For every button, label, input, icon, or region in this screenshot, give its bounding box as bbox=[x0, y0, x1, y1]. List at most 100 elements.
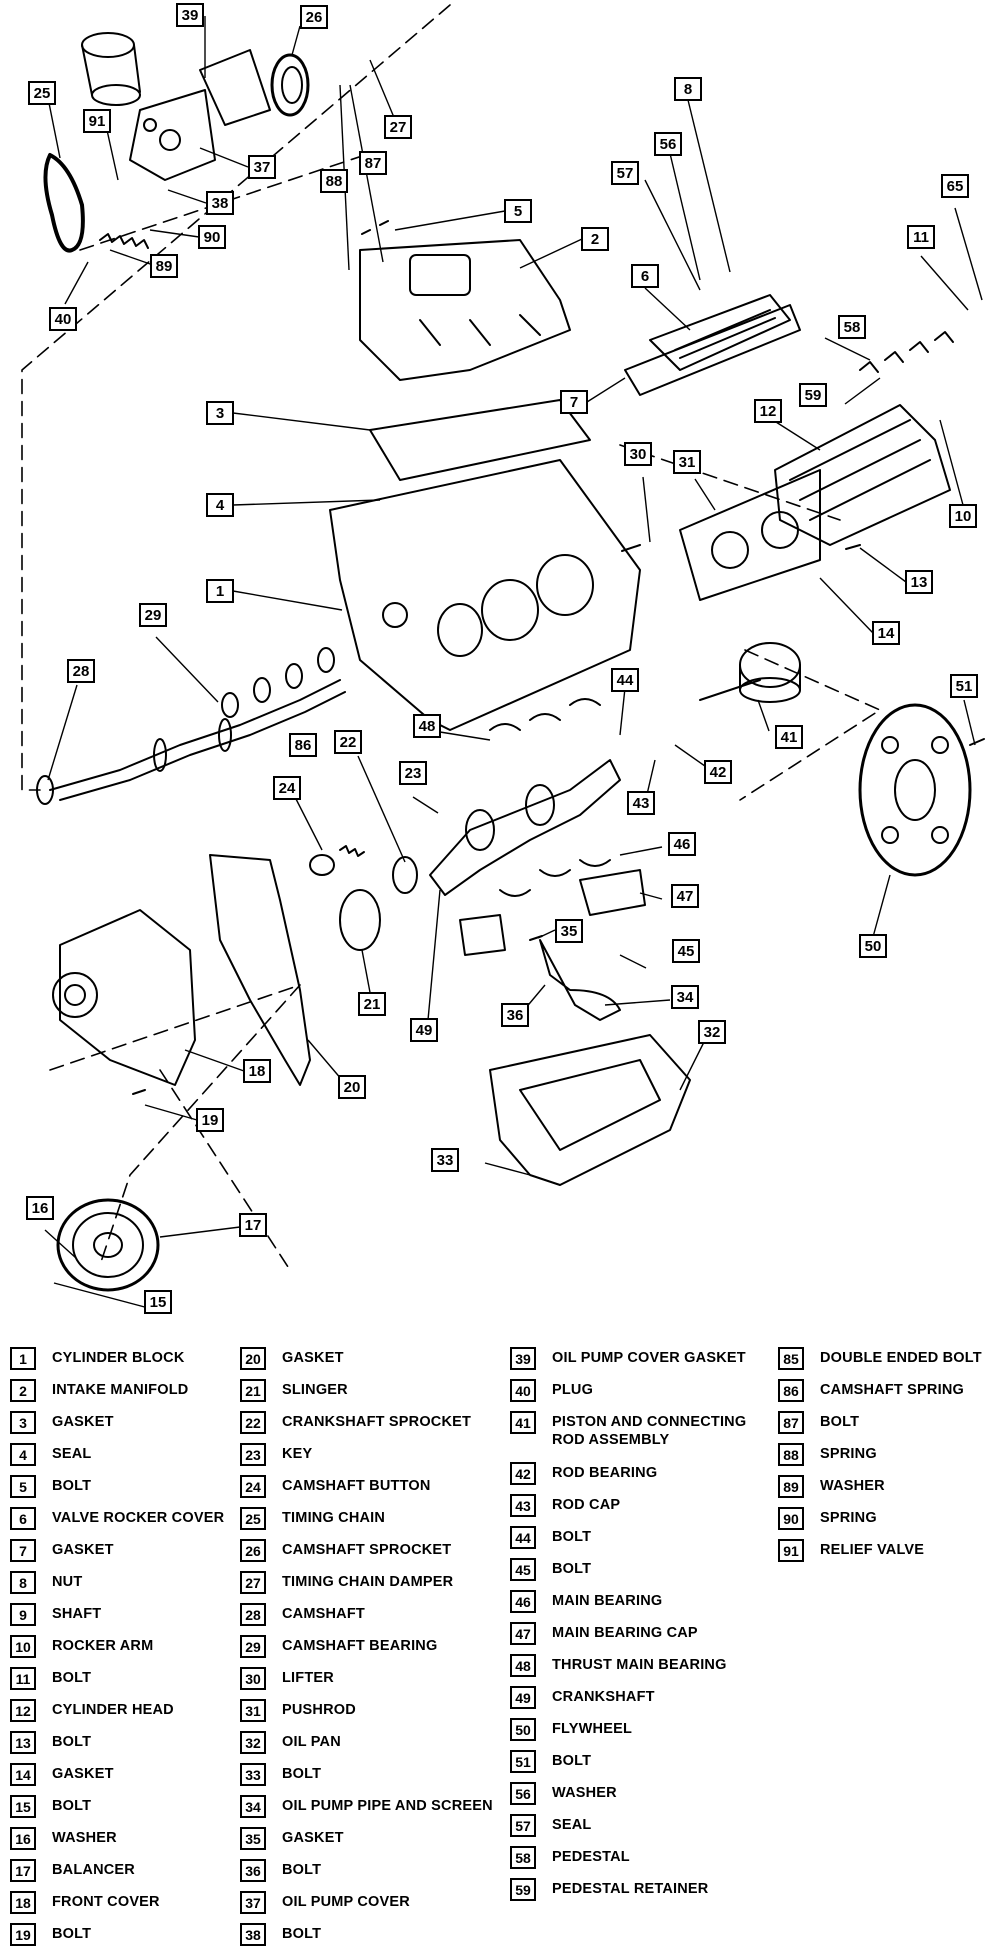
legend-item-label: DOUBLE ENDED BOLT bbox=[820, 1350, 982, 1366]
legend-item-label: CAMSHAFT bbox=[282, 1606, 365, 1622]
legend-item-label: TIMING CHAIN bbox=[282, 1510, 386, 1526]
callout-1: 1 bbox=[206, 579, 234, 603]
legend-item-label: BALANCER bbox=[52, 1862, 135, 1878]
legend-item-number: 33 bbox=[240, 1763, 266, 1786]
legend-item-number: 90 bbox=[778, 1507, 804, 1530]
legend-item-label: BOLT bbox=[52, 1926, 92, 1942]
callout-26: 26 bbox=[300, 5, 328, 29]
legend-item-number: 86 bbox=[778, 1379, 804, 1402]
svg-text:40: 40 bbox=[55, 311, 72, 328]
legend-item-label: BOLT bbox=[52, 1734, 92, 1750]
camshaft-part bbox=[36, 679, 346, 805]
legend-item-number: 35 bbox=[240, 1827, 266, 1850]
legend-item-label: PEDESTAL RETAINER bbox=[552, 1881, 709, 1897]
callout-33: 33 bbox=[431, 1148, 459, 1172]
legend-item-label: BOLT bbox=[282, 1766, 322, 1782]
callout-labels: 1 2 3 4 5 6 7 8 10 11 12 13 14 15 16 17 … bbox=[26, 3, 978, 1314]
callout-18: 18 bbox=[243, 1059, 271, 1083]
legend-item-number: 13 bbox=[10, 1731, 36, 1754]
cylinder-head-part bbox=[774, 404, 951, 546]
callout-87: 87 bbox=[359, 151, 387, 175]
legend-item-number: 19 bbox=[10, 1923, 36, 1946]
svg-text:18: 18 bbox=[249, 1063, 266, 1080]
svg-text:89: 89 bbox=[156, 258, 173, 275]
svg-text:42: 42 bbox=[710, 764, 727, 781]
svg-text:10: 10 bbox=[955, 508, 972, 525]
svg-text:56: 56 bbox=[660, 136, 677, 153]
legend-item-label: SHAFT bbox=[52, 1606, 102, 1622]
svg-text:31: 31 bbox=[679, 454, 696, 471]
legend-item-label: BOLT bbox=[552, 1529, 592, 1545]
legend-item-label: WASHER bbox=[52, 1830, 117, 1846]
svg-text:15: 15 bbox=[150, 1294, 167, 1311]
callout-57: 57 bbox=[611, 161, 639, 185]
svg-text:90: 90 bbox=[204, 229, 221, 246]
svg-text:29: 29 bbox=[145, 607, 162, 624]
svg-text:8: 8 bbox=[684, 81, 692, 98]
rocker-cover-gasket-part bbox=[624, 304, 801, 396]
legend-item: 19 BOLT bbox=[10, 1923, 224, 1955]
svg-text:45: 45 bbox=[678, 943, 695, 960]
legend-item-label: SPRING bbox=[820, 1446, 877, 1462]
legend-item-number: 11 bbox=[10, 1667, 36, 1690]
callout-40: 40 bbox=[49, 307, 77, 331]
callout-90: 90 bbox=[198, 225, 226, 249]
callout-45: 45 bbox=[672, 939, 700, 963]
callout-19: 19 bbox=[196, 1108, 224, 1132]
legend-item-number: 57 bbox=[510, 1814, 536, 1837]
legend-item-label: RELIEF VALVE bbox=[820, 1542, 925, 1558]
legend-item: 33 BOLT bbox=[240, 1763, 493, 1795]
legend-item-label: PEDESTAL bbox=[552, 1849, 630, 1865]
legend-item-number: 17 bbox=[10, 1859, 36, 1882]
callout-8: 8 bbox=[674, 77, 702, 101]
legend-item-label: SPRING bbox=[820, 1510, 877, 1526]
legend-item-number: 38 bbox=[240, 1923, 266, 1946]
oil-pump-pipe-part bbox=[539, 939, 621, 1021]
callout-27: 27 bbox=[384, 115, 412, 139]
cylinder-block-part bbox=[329, 459, 641, 731]
callout-38: 38 bbox=[206, 191, 234, 215]
legend-item: 17 BALANCER bbox=[10, 1859, 224, 1891]
intake-manifold-part bbox=[359, 239, 571, 381]
legend-item-number: 14 bbox=[10, 1763, 36, 1786]
engine-exploded-view: 1 2 3 4 5 6 7 8 10 11 12 13 14 15 16 17 … bbox=[21, 3, 985, 1314]
legend-item-label: BOLT bbox=[820, 1414, 860, 1430]
crankshaft-sprocket-part bbox=[392, 856, 418, 894]
legend-item-number: 22 bbox=[240, 1411, 266, 1434]
svg-text:33: 33 bbox=[437, 1152, 454, 1169]
camshaft-button-part bbox=[309, 854, 335, 876]
callout-3: 3 bbox=[206, 401, 234, 425]
svg-text:47: 47 bbox=[677, 888, 694, 905]
legend-item-number: 37 bbox=[240, 1891, 266, 1914]
callout-59: 59 bbox=[799, 383, 827, 407]
flywheel-part bbox=[858, 703, 972, 877]
legend-item-label: CYLINDER HEAD bbox=[52, 1702, 174, 1718]
legend-item-number: 87 bbox=[778, 1411, 804, 1434]
legend-item-number: 34 bbox=[240, 1795, 266, 1818]
callout-49: 49 bbox=[410, 1018, 438, 1042]
